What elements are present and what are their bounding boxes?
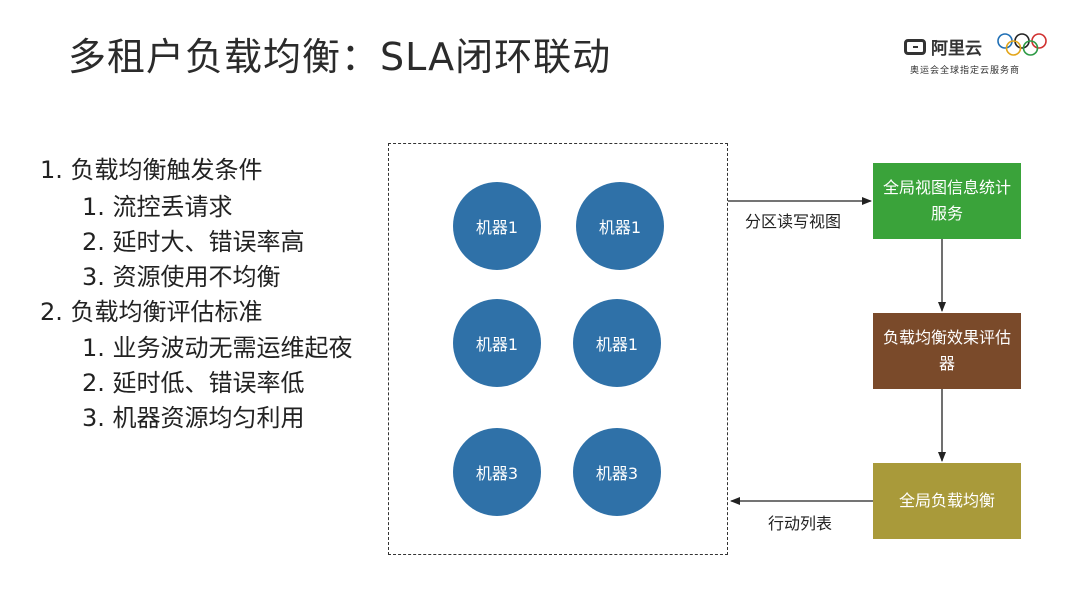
outline-number: 1. [40,156,63,184]
outline-item: 2. 负载均衡评估标准 [40,292,263,327]
outline-item: 1. 负载均衡触发条件 [40,150,263,185]
olympic-rings-icon [997,33,1047,56]
aliyun-mark-icon [904,38,926,55]
machine-node: 机器1 [576,182,664,270]
outline-text: 延时低、错误率低 [112,369,305,397]
evaluator-box: 负载均衡效果评估器 [873,313,1021,389]
edge-label-actions: 行动列表 [768,514,833,533]
outline-subitem: 2. 延时低、错误率低 [82,363,305,398]
stats-service-box: 全局视图信息统计服务 [873,163,1021,239]
outline-text: 负载均衡触发条件 [70,156,263,184]
machine-node: 机器1 [453,182,541,270]
outline-number: 3. [82,404,105,432]
outline-subitem: 3. 机器资源均匀利用 [82,398,305,433]
outline-number: 1. [82,334,105,362]
outline-number: 2. [82,369,105,397]
aliyun-logo: 阿里云 奥运会全球指定云服务商 [904,30,1054,80]
machine-node: 机器3 [573,428,661,516]
outline-subitem: 2. 延时大、错误率高 [82,222,305,257]
outline-subitem: 3. 资源使用不均衡 [82,257,281,292]
machine-node: 机器3 [453,428,541,516]
outline-text: 负载均衡评估标准 [70,298,263,326]
outline-number: 2. [82,228,105,256]
outline-text: 流控丢请求 [112,193,233,221]
logo-brand-text: 阿里云 [931,39,982,59]
outline-text: 业务波动无需运维起夜 [112,334,353,362]
outline-text: 延时大、错误率高 [112,228,305,256]
machine-cluster: 机器1 机器1 机器1 机器1 机器3 机器3 [388,143,728,555]
outline-subitem: 1. 业务波动无需运维起夜 [82,328,353,363]
logo-tagline: 奥运会全球指定云服务商 [910,66,1021,76]
outline-text: 资源使用不均衡 [112,263,281,291]
machine-node: 机器1 [453,299,541,387]
outline-subitem: 1. 流控丢请求 [82,187,233,222]
outline-number: 1. [82,193,105,221]
machine-node: 机器1 [573,299,661,387]
edge-label-view: 分区读写视图 [745,212,842,231]
page-title: 多租户负载均衡：SLA闭环联动 [68,35,612,79]
global-balancer-box: 全局负载均衡 [873,463,1021,539]
outline-number: 3. [82,263,105,291]
outline-text: 机器资源均匀利用 [112,404,305,432]
outline-number: 2. [40,298,63,326]
